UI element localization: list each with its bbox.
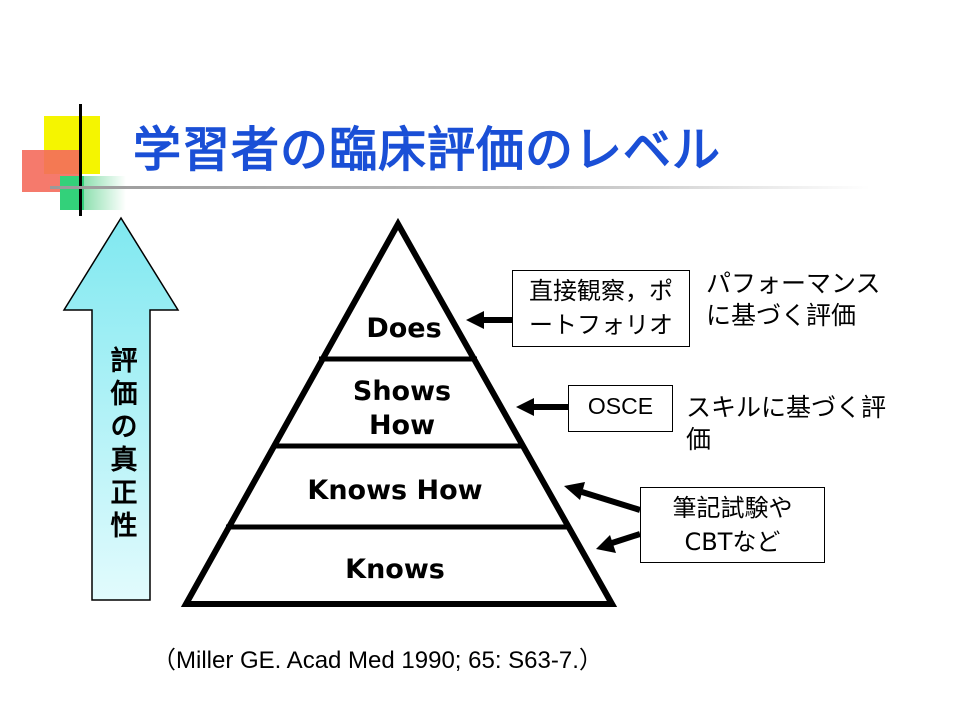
pyramid-outline — [180, 218, 618, 607]
performance-based-description: パフォーマンスに基づく評価 — [706, 269, 881, 330]
decor-green-strip — [84, 176, 126, 210]
decor-vertical-line — [79, 104, 82, 216]
method-does-box: 直接観察，ポートフォリオ — [512, 270, 690, 347]
arrow-to-shows-how — [516, 398, 568, 416]
tier-knows-how-label: Knows How — [307, 475, 483, 506]
authenticity-arrow — [62, 216, 180, 601]
authenticity-arrow-shape — [62, 216, 180, 601]
tier-knows-label: Knows — [345, 554, 445, 585]
arrow-to-does — [466, 311, 512, 329]
citation: （Miller GE. Acad Med 1990; 65: S63-7.） — [152, 647, 603, 674]
method-does-text: 直接観察，ポートフォリオ — [529, 277, 673, 339]
method-osce-text: OSCE — [587, 393, 654, 419]
authenticity-label: 評価の真正性 — [110, 346, 138, 542]
method-written-box: 筆記試験やCBTなど — [640, 487, 825, 563]
tier-shows-how-label: Shows How — [352, 376, 452, 441]
arrow-to-knows — [596, 531, 641, 553]
miller-pyramid — [180, 218, 618, 607]
title-divider — [50, 186, 870, 189]
method-written-text: 筆記試験やCBTなど — [672, 494, 793, 556]
skill-based-description: スキルに基づく評価 — [686, 393, 887, 454]
arrow-to-knows-how — [564, 482, 641, 513]
slide-title: 学習者の臨床評価のレベル — [133, 122, 722, 178]
method-osce-box: OSCE — [568, 385, 673, 432]
tier-does-label: Does — [366, 313, 442, 344]
